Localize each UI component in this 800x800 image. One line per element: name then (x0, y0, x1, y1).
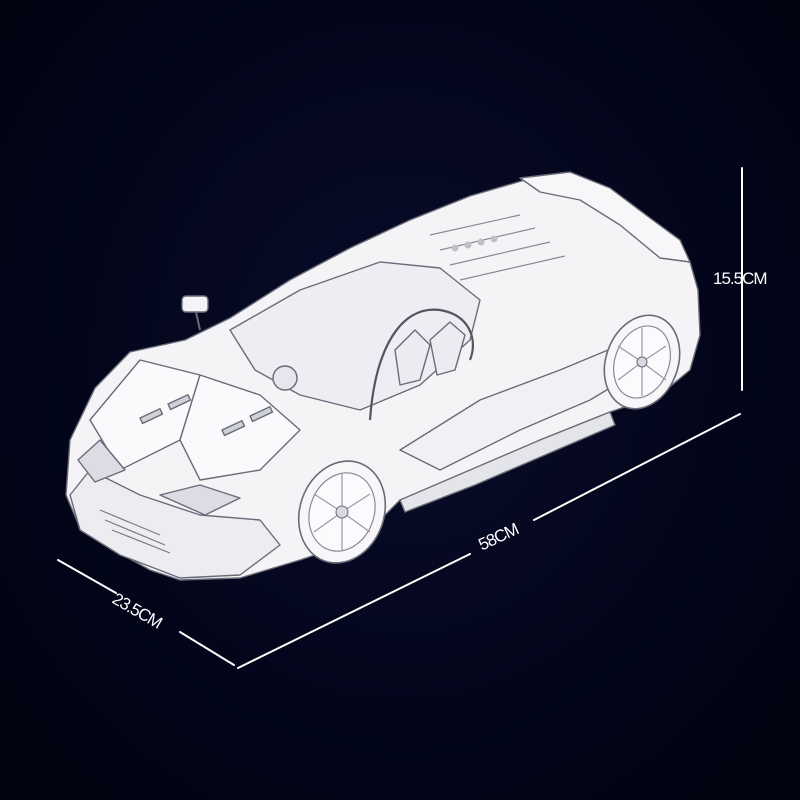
width-dimension-line-lower (179, 631, 235, 666)
side-skirt (399, 411, 616, 513)
seat-right (429, 321, 466, 376)
length-dimension-line-upper (533, 413, 741, 521)
rear-wheel (603, 314, 681, 410)
hood-vents (139, 394, 274, 437)
front-bumper (69, 469, 281, 579)
rear-wing (519, 171, 691, 263)
engine-detail-holes (451, 235, 498, 252)
front-grille-slats (99, 509, 171, 554)
engine-cover-slats (429, 214, 566, 281)
car-body (65, 171, 701, 581)
side-mirror (181, 295, 209, 331)
length-dimension-line-lower (237, 553, 471, 669)
roll-bar (368, 308, 474, 421)
seat-left (394, 329, 431, 386)
steering-gear (272, 365, 298, 391)
dimension-lines (57, 167, 743, 669)
headlight-left (77, 439, 126, 483)
headlight-right (159, 484, 241, 516)
front-wheel (297, 460, 387, 564)
width-dimension-line-upper (57, 559, 117, 594)
height-dimension-label: 15.5CM (713, 269, 768, 288)
